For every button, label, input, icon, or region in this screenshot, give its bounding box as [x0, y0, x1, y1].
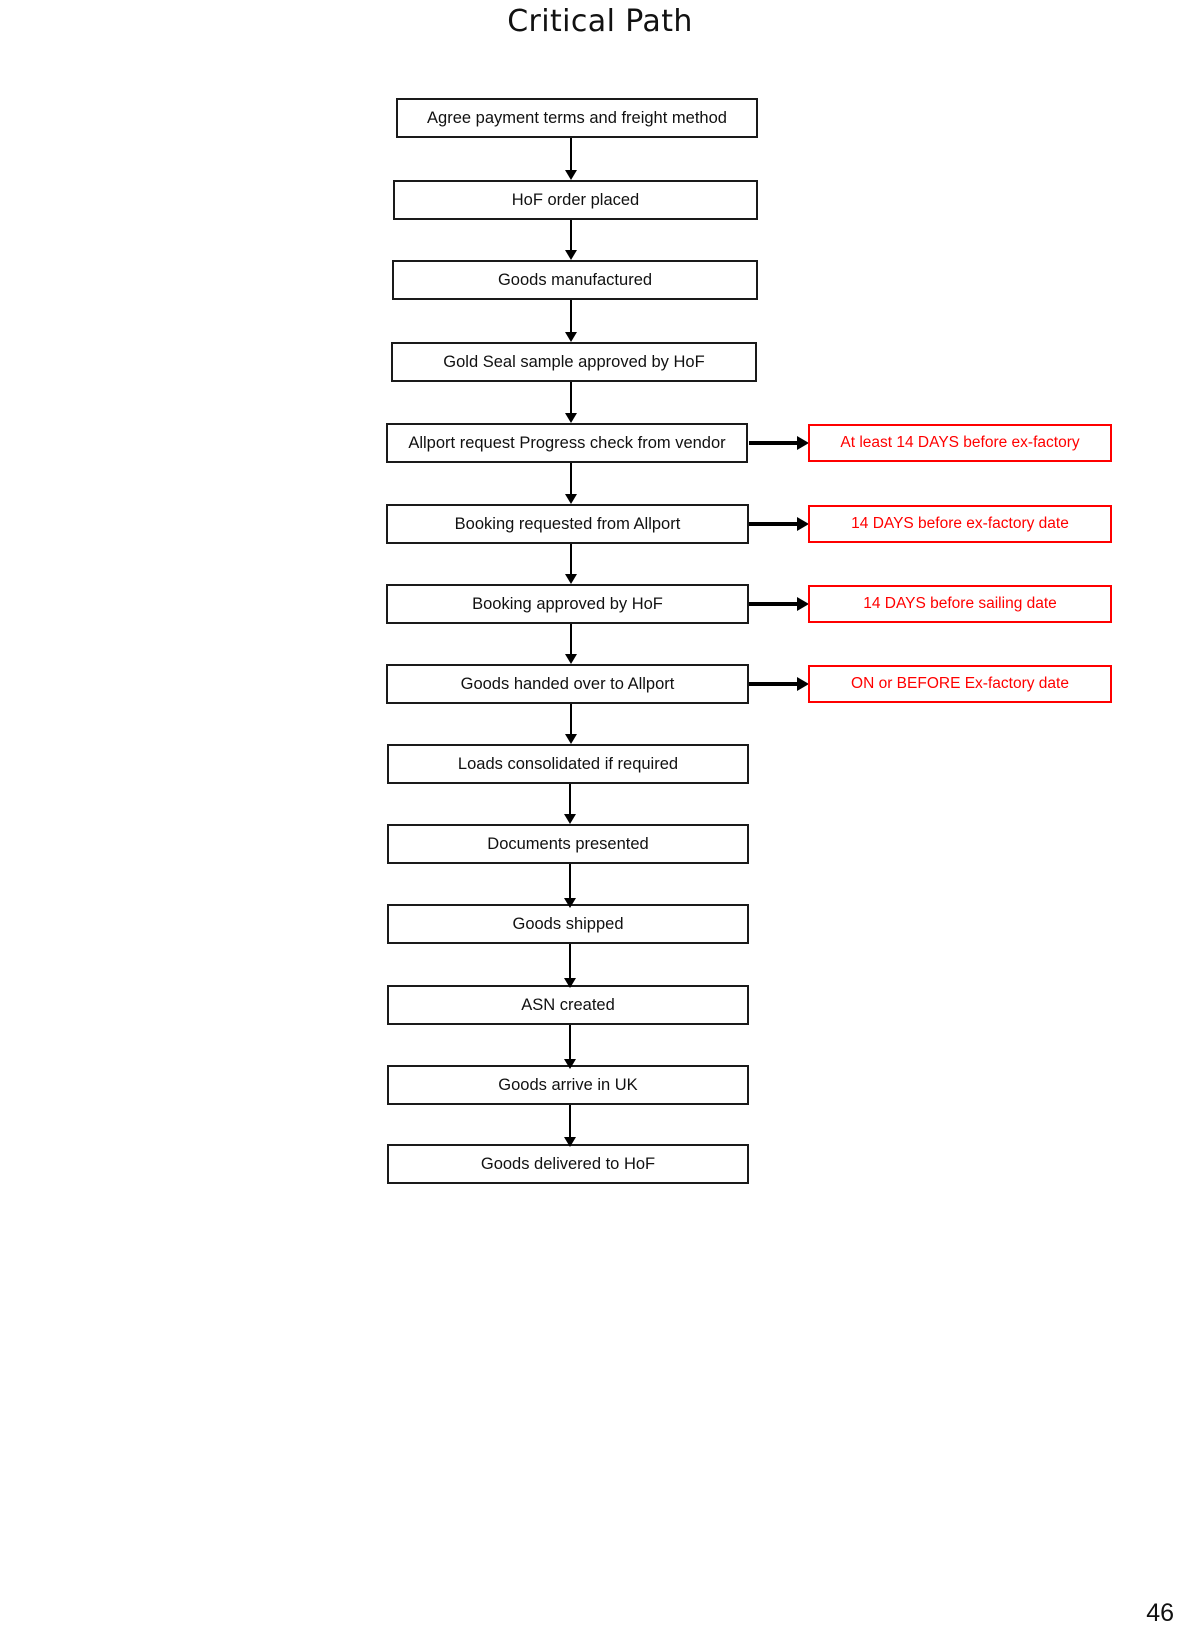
- process-box-label: Gold Seal sample approved by HoF: [443, 352, 705, 371]
- arrow-stem: [749, 522, 797, 526]
- arrow-down-9: [563, 784, 577, 824]
- process-box-label: Goods shipped: [512, 914, 624, 933]
- arrow-stem: [570, 544, 572, 574]
- process-box-label: Allport request Progress check from vend…: [408, 433, 726, 452]
- process-box-label: Goods arrive in UK: [498, 1075, 638, 1094]
- process-box-agree-payment-terms[interactable]: Agree payment terms and freight method: [396, 98, 758, 138]
- arrow-stem: [569, 784, 571, 814]
- note-box-at-least-14-days-before-ex-factory[interactable]: At least 14 DAYS before ex-factory: [808, 424, 1112, 462]
- process-box-goods-shipped[interactable]: Goods shipped: [387, 904, 749, 944]
- arrow-stem: [570, 138, 572, 170]
- process-box-booking-approved-by-hof[interactable]: Booking approved by HoF: [386, 584, 749, 624]
- arrow-down-10: [563, 864, 577, 908]
- arrow-head-icon: [797, 597, 809, 611]
- arrow-stem: [570, 624, 572, 654]
- arrow-right-3: [749, 597, 809, 611]
- arrow-head-icon: [564, 898, 576, 908]
- arrow-head-icon: [797, 677, 809, 691]
- arrow-stem: [569, 944, 571, 978]
- process-box-gold-seal-sample-approved[interactable]: Gold Seal sample approved by HoF: [391, 342, 757, 382]
- arrow-down-5: [564, 463, 578, 504]
- arrow-down-2: [564, 220, 578, 260]
- process-box-label: Booking approved by HoF: [472, 594, 663, 613]
- process-box-goods-arrive-in-uk[interactable]: Goods arrive in UK: [387, 1065, 749, 1105]
- note-box-label: 14 DAYS before ex-factory date: [851, 515, 1069, 533]
- process-box-label: HoF order placed: [511, 190, 640, 209]
- process-box-label: Goods delivered to HoF: [480, 1154, 656, 1173]
- process-box-asn-created[interactable]: ASN created: [387, 985, 749, 1025]
- arrow-down-12: [563, 1025, 577, 1069]
- arrow-head-icon: [565, 250, 577, 260]
- note-box-14-days-before-ex-factory-date[interactable]: 14 DAYS before ex-factory date: [808, 505, 1112, 543]
- arrow-stem: [570, 220, 572, 250]
- arrow-down-7: [564, 624, 578, 664]
- page-title: Critical Path: [507, 4, 693, 39]
- process-box-label: Loads consolidated if required: [457, 754, 679, 773]
- process-box-loads-consolidated[interactable]: Loads consolidated if required: [387, 744, 749, 784]
- arrow-down-13: [563, 1105, 577, 1147]
- arrow-stem: [570, 382, 572, 413]
- arrow-stem: [570, 463, 572, 494]
- arrow-head-icon: [565, 170, 577, 180]
- arrow-head-icon: [564, 1059, 576, 1069]
- process-box-label: Agree payment terms and freight method: [427, 108, 727, 127]
- arrow-stem: [749, 441, 797, 445]
- arrow-right-2: [749, 517, 809, 531]
- process-box-label: Documents presented: [487, 834, 649, 853]
- process-box-goods-manufactured[interactable]: Goods manufactured: [392, 260, 758, 300]
- arrow-stem: [569, 1025, 571, 1059]
- arrow-stem: [570, 300, 572, 332]
- arrow-stem: [749, 682, 797, 686]
- arrow-head-icon: [565, 654, 577, 664]
- process-box-label: Booking requested from Allport: [454, 514, 681, 533]
- arrow-head-icon: [797, 517, 809, 531]
- process-box-allport-request-progress-check[interactable]: Allport request Progress check from vend…: [386, 423, 748, 463]
- arrow-head-icon: [564, 814, 576, 824]
- arrow-head-icon: [565, 494, 577, 504]
- arrow-stem: [569, 864, 571, 898]
- arrow-head-icon: [565, 734, 577, 744]
- process-box-label: Goods manufactured: [497, 270, 653, 289]
- arrow-head-icon: [565, 413, 577, 423]
- process-box-label: Goods handed over to Allport: [460, 674, 675, 693]
- arrow-head-icon: [565, 332, 577, 342]
- arrow-head-icon: [564, 978, 576, 988]
- arrow-right-1: [749, 436, 809, 450]
- arrow-down-4: [564, 382, 578, 423]
- process-box-label: ASN created: [521, 995, 615, 1014]
- arrow-down-6: [564, 544, 578, 584]
- arrow-down-1: [564, 138, 578, 180]
- arrow-down-8: [564, 704, 578, 744]
- note-box-14-days-before-sailing-date[interactable]: 14 DAYS before sailing date: [808, 585, 1112, 623]
- page-number: 46: [1146, 1599, 1174, 1627]
- arrow-down-3: [564, 300, 578, 342]
- arrow-right-4: [749, 677, 809, 691]
- arrow-stem: [749, 602, 797, 606]
- note-box-label: 14 DAYS before sailing date: [863, 595, 1057, 613]
- note-box-on-or-before-ex-factory-date[interactable]: ON or BEFORE Ex-factory date: [808, 665, 1112, 703]
- process-box-goods-delivered-to-hof[interactable]: Goods delivered to HoF: [387, 1144, 749, 1184]
- note-box-label: ON or BEFORE Ex-factory date: [851, 675, 1069, 693]
- arrow-stem: [569, 1105, 571, 1137]
- arrow-head-icon: [565, 574, 577, 584]
- arrow-stem: [570, 704, 572, 734]
- process-box-documents-presented[interactable]: Documents presented: [387, 824, 749, 864]
- note-box-label: At least 14 DAYS before ex-factory: [840, 434, 1080, 452]
- process-box-booking-requested-from-allport[interactable]: Booking requested from Allport: [386, 504, 749, 544]
- process-box-hof-order-placed[interactable]: HoF order placed: [393, 180, 758, 220]
- arrow-head-icon: [797, 436, 809, 450]
- arrow-down-11: [563, 944, 577, 988]
- process-box-goods-handed-over-to-allport[interactable]: Goods handed over to Allport: [386, 664, 749, 704]
- arrow-head-icon: [564, 1137, 576, 1147]
